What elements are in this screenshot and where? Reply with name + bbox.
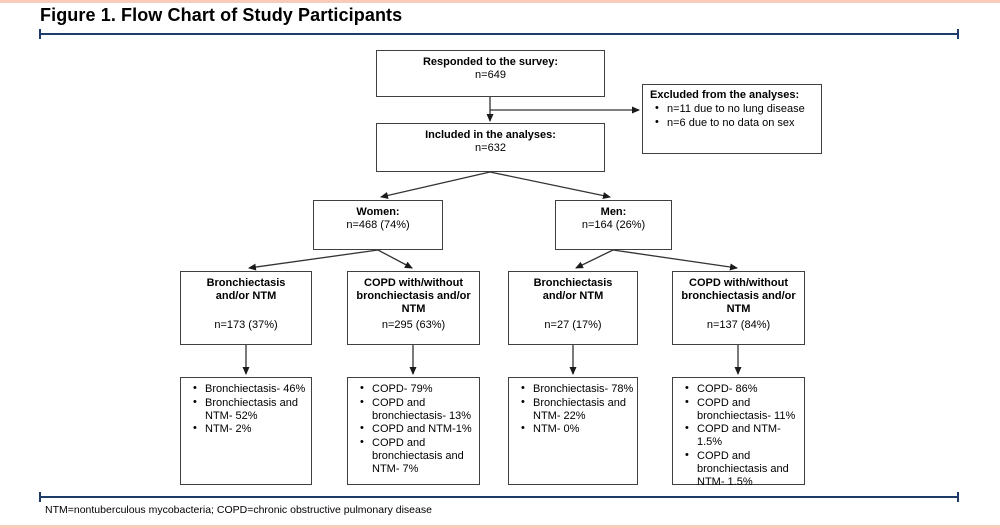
bullet-item: Bronchiectasis and NTM- 52% bbox=[193, 396, 308, 423]
node-count: n=137 (84%) bbox=[706, 319, 771, 331]
node-title: COPD with/without bronchiectasis and/or … bbox=[681, 277, 796, 315]
node-women: Women: n=468 (74%) bbox=[313, 200, 443, 250]
node-count: n=649 bbox=[475, 69, 506, 81]
top-accent-bar bbox=[0, 0, 1000, 3]
bullet-item: Bronchiectasis- 46% bbox=[193, 382, 308, 396]
node-title: Excluded from the analyses: bbox=[650, 89, 800, 101]
node-title: Women: bbox=[356, 206, 400, 218]
bullet-item: COPD and bronchiectasis and NTM- 1.5% bbox=[685, 449, 801, 489]
node-women-copd-detail: COPD- 79%COPD and bronchiectasis- 13%COP… bbox=[347, 377, 480, 485]
bullet-list: COPD- 86%COPD and bronchiectasis- 11%COP… bbox=[677, 382, 801, 489]
node-women-bronchiectasis: Bronchiectasis and/or NTM n=173 (37%) bbox=[180, 271, 312, 345]
bullet-item: COPD and NTM- 1.5% bbox=[685, 422, 801, 449]
bullet-list: Bronchiectasis- 78%Bronchiectasis and NT… bbox=[513, 382, 634, 436]
bullet-item: Bronchiectasis and NTM- 22% bbox=[521, 396, 634, 423]
node-women-copd: COPD with/without bronchiectasis and/or … bbox=[347, 271, 480, 345]
bullet-item: NTM- 0% bbox=[521, 422, 634, 436]
node-title: Responded to the survey: bbox=[422, 56, 559, 68]
bullet-item: Bronchiectasis- 78% bbox=[521, 382, 634, 396]
bullet-list: n=11 due to no lung diseasen=6 due to no… bbox=[647, 102, 818, 130]
bullet-item: COPD and NTM-1% bbox=[360, 422, 476, 436]
node-count: n=173 (37%) bbox=[214, 319, 278, 331]
bottom-accent-bar bbox=[0, 525, 1000, 528]
figure-title: Figure 1. Flow Chart of Study Participan… bbox=[40, 5, 403, 25]
node-men-bronchiectasis-detail: Bronchiectasis- 78%Bronchiectasis and NT… bbox=[508, 377, 638, 485]
bullet-item: NTM- 2% bbox=[193, 422, 308, 436]
bullet-item: COPD and bronchiectasis and NTM- 7% bbox=[360, 436, 476, 476]
node-excluded: Excluded from the analyses: n=11 due to … bbox=[642, 84, 822, 154]
bullet-item: COPD and bronchiectasis- 11% bbox=[685, 396, 801, 423]
node-count: n=164 (26%) bbox=[581, 219, 646, 231]
bullet-item: COPD and bronchiectasis- 13% bbox=[360, 396, 476, 423]
bullet-item: n=6 due to no data on sex bbox=[655, 116, 818, 130]
node-men-copd: COPD with/without bronchiectasis and/or … bbox=[672, 271, 805, 345]
bullet-item: COPD- 79% bbox=[360, 382, 476, 396]
bullet-item: n=11 due to no lung disease bbox=[655, 102, 818, 116]
node-included: Included in the analyses: n=632 bbox=[376, 123, 605, 172]
node-title: Bronchiectasis and/or NTM bbox=[533, 277, 613, 302]
node-count: n=468 (74%) bbox=[346, 219, 410, 231]
node-count: n=27 (17%) bbox=[544, 319, 602, 331]
figure-footnote: NTM=nontuberculous mycobacteria; COPD=ch… bbox=[45, 504, 432, 516]
node-men-bronchiectasis: Bronchiectasis and/or NTM n=27 (17%) bbox=[508, 271, 638, 345]
node-title: Men: bbox=[600, 206, 627, 218]
bullet-list: COPD- 79%COPD and bronchiectasis- 13%COP… bbox=[352, 382, 476, 476]
node-men-copd-detail: COPD- 86%COPD and bronchiectasis- 11%COP… bbox=[672, 377, 805, 488]
node-women-bronchiectasis-detail: Bronchiectasis- 46%Bronchiectasis and NT… bbox=[180, 377, 312, 485]
bullet-list: Bronchiectasis- 46%Bronchiectasis and NT… bbox=[185, 382, 308, 436]
node-title: COPD with/without bronchiectasis and/or … bbox=[356, 277, 471, 315]
node-count: n=295 (63%) bbox=[381, 319, 446, 331]
node-title: Included in the analyses: bbox=[425, 129, 556, 141]
node-count: n=632 bbox=[475, 142, 506, 154]
node-men: Men: n=164 (26%) bbox=[555, 200, 672, 250]
bullet-item: COPD- 86% bbox=[685, 382, 801, 396]
node-title: Bronchiectasis and/or NTM bbox=[206, 277, 286, 302]
node-responded: Responded to the survey: n=649 bbox=[376, 50, 605, 97]
